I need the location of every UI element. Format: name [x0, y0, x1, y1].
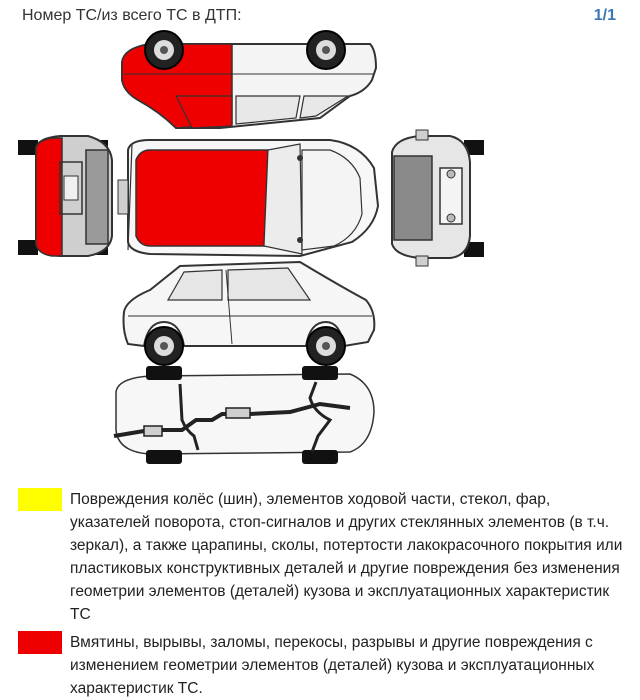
legend-yellow-text: Повреждения колёс (шин), элементов ходов…	[70, 491, 623, 623]
car-side-view-bottom[interactable]	[122, 260, 376, 366]
car-rear-view[interactable]	[18, 135, 113, 257]
damage-zone-rear	[35, 137, 63, 257]
vehicle-counter[interactable]: 1/1	[593, 7, 616, 24]
red-swatch	[18, 631, 62, 654]
vehicle-number-label: Номер ТС/из всего ТС в ДТП:	[22, 7, 242, 24]
damage-zone-roof	[135, 149, 269, 247]
car-damage-diagram[interactable]	[0, 28, 640, 468]
car-front-view[interactable]	[391, 129, 484, 267]
car-plan-view[interactable]	[117, 139, 380, 258]
car-underbody-view[interactable]	[113, 366, 375, 464]
header: Номер ТС/из всего ТС в ДТП: 1/1	[0, 0, 640, 32]
yellow-swatch	[18, 488, 62, 511]
legend-red-text: Вмятины, вырывы, заломы, перекосы, разры…	[70, 634, 595, 697]
car-side-view-top[interactable]	[121, 30, 378, 129]
